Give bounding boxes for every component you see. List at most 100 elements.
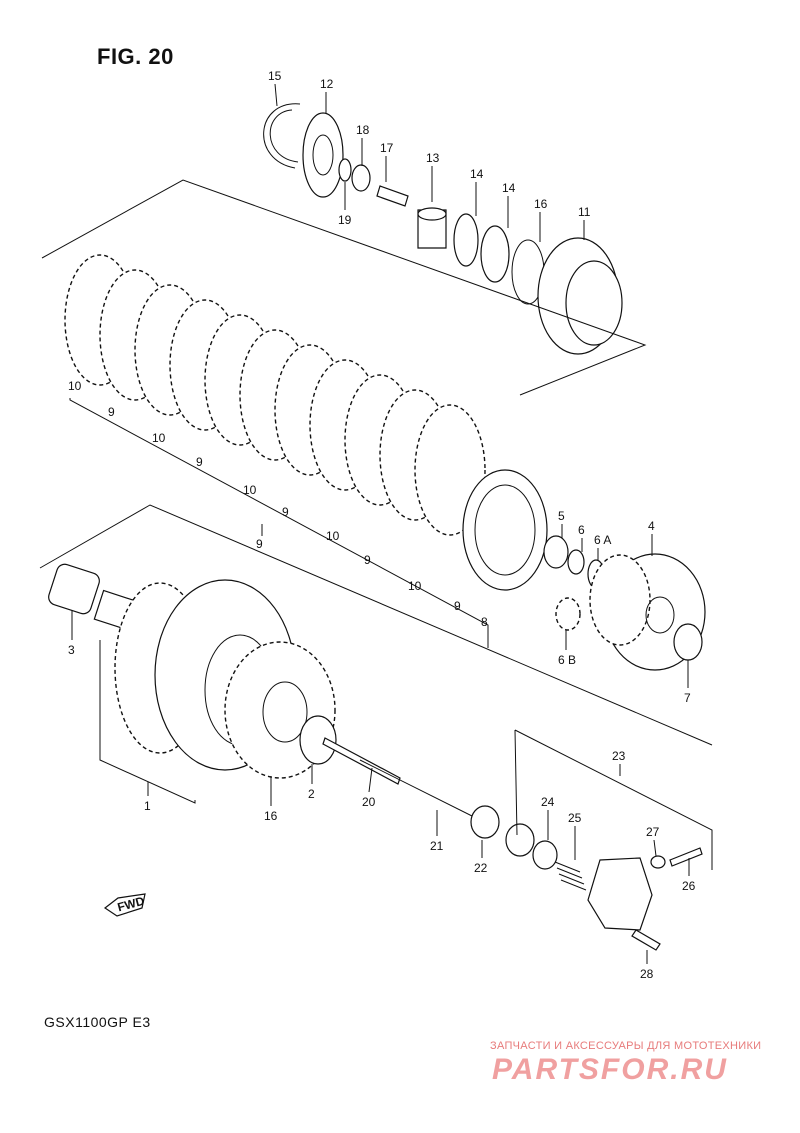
- callout-label: 9: [364, 553, 371, 567]
- callout-label: 13: [426, 151, 440, 165]
- callout-16: 16: [534, 197, 548, 242]
- callout-4: 4: [648, 519, 655, 556]
- callout-label: 10: [68, 379, 82, 393]
- callout-label: 10: [152, 431, 166, 445]
- callout-label: 9: [282, 505, 289, 519]
- callout-label: 17: [380, 141, 394, 155]
- callout-10: 9: [454, 599, 461, 613]
- callout-label: 9: [454, 599, 461, 613]
- callout-label: 18: [356, 123, 370, 137]
- callout-1: 1: [144, 782, 151, 813]
- part-20-bearing: [351, 164, 371, 192]
- callout-12: 11: [578, 205, 591, 240]
- callout-label: 21: [430, 839, 444, 853]
- callout-label: 16: [534, 197, 548, 211]
- callout-label: 10: [243, 483, 257, 497]
- callout-label: 6 A: [594, 533, 611, 547]
- callout-10: 9: [108, 405, 115, 419]
- part-21-washer: [338, 158, 352, 182]
- callout-label: 22: [474, 861, 488, 875]
- part-29-washer: [650, 855, 666, 869]
- callout-24: 22: [474, 840, 488, 875]
- callout-22: 20: [362, 767, 376, 809]
- callout-label: 2: [308, 787, 315, 801]
- model-code: GSX1100GP E3: [44, 1014, 151, 1030]
- part-30-bolt: [631, 929, 661, 951]
- callout-10: 9: [282, 505, 289, 519]
- callout-label: 9: [196, 455, 203, 469]
- callout-label: 12: [320, 77, 334, 91]
- figure-title: FIG. 20: [97, 44, 174, 69]
- callout-label: 14: [470, 167, 484, 181]
- part-28-bleed-valve: [669, 847, 703, 867]
- callout-8: 9: [256, 524, 263, 551]
- part-26-bearing: [505, 823, 558, 870]
- callout-label: 14: [502, 181, 516, 195]
- callout-11: 8: [481, 615, 488, 629]
- clutch-plate-stack: [64, 254, 548, 591]
- callout-label: 23: [612, 749, 626, 763]
- callout-13: 12: [320, 77, 334, 114]
- part-12-clutch-hub: [537, 237, 623, 355]
- part-23-long-pushrod: [359, 759, 481, 821]
- callout-20: 18: [356, 123, 370, 166]
- callout-3: 3: [68, 610, 75, 657]
- part-2-washer: [299, 715, 337, 765]
- callout-label: 28: [640, 967, 654, 981]
- callout-9: 10: [243, 483, 257, 497]
- part-14-sleeve-hub-nut: [417, 207, 447, 249]
- callout-17: 15: [268, 69, 282, 107]
- callout-6b: 6 B: [558, 630, 576, 667]
- callout-label: 19: [338, 213, 352, 227]
- callout-label: 10: [326, 529, 340, 543]
- callout-label: 7: [684, 691, 691, 705]
- callout-label: 16: [264, 809, 278, 823]
- callout-label: 15: [268, 69, 282, 83]
- callout-label: 20: [362, 795, 376, 809]
- watermark-subtitle: ЗАПЧАСТИ И АКСЕССУАРЫ ДЛЯ МОТОТЕХНИКИ: [490, 1040, 762, 1052]
- callout-9: 10: [68, 379, 82, 393]
- callout-15a: 14: [470, 167, 484, 216]
- callout-label: 4: [648, 519, 655, 533]
- callout-label: 6: [578, 523, 585, 537]
- callout-5: 5: [558, 509, 565, 538]
- callout-10: 9: [364, 553, 371, 567]
- callout-label: 1: [144, 799, 151, 813]
- group-bracket-housing: [99, 640, 196, 804]
- callout-10: 9: [196, 455, 203, 469]
- part-6b-lockwasher: [555, 597, 581, 631]
- callout-29: 27: [646, 825, 660, 857]
- part-13-pressure-plate: [302, 112, 344, 198]
- fwd-arrow-icon: [103, 893, 146, 917]
- callout-6: 6: [578, 523, 585, 552]
- callout-label: 5: [558, 509, 565, 523]
- fwd-label: FWD: [116, 894, 146, 915]
- callout-label: 27: [646, 825, 660, 839]
- callout-6a: 6 A: [594, 533, 611, 560]
- callout-23: 21: [430, 810, 444, 853]
- group-bracket-release: [514, 729, 713, 870]
- callout-19: 17: [380, 141, 394, 182]
- group-bracket-top: [41, 179, 647, 396]
- part-7-washer: [673, 623, 703, 661]
- callout-label: 9: [256, 537, 263, 551]
- callout-25: 23: [612, 749, 626, 776]
- callout-18: 16: [264, 776, 278, 823]
- part-27-spring: [554, 861, 587, 891]
- callout-28: 26: [682, 858, 696, 893]
- part-3-needle-bearing: [48, 563, 100, 615]
- callout-27: 25: [568, 811, 582, 860]
- callout-label: 6 B: [558, 653, 576, 667]
- callout-9: 10: [326, 529, 340, 543]
- group-bracket-plates: [69, 398, 489, 648]
- part-15-spring-washers: [453, 213, 510, 283]
- callout-26: 24: [541, 795, 555, 840]
- callout-14: 13: [426, 151, 440, 202]
- callout-9: 10: [152, 431, 166, 445]
- callout-label: 8: [481, 615, 488, 629]
- callout-7: 7: [684, 660, 691, 705]
- callout-label: 3: [68, 643, 75, 657]
- callout-30: 28: [640, 950, 654, 981]
- part-5-washer: [543, 535, 569, 569]
